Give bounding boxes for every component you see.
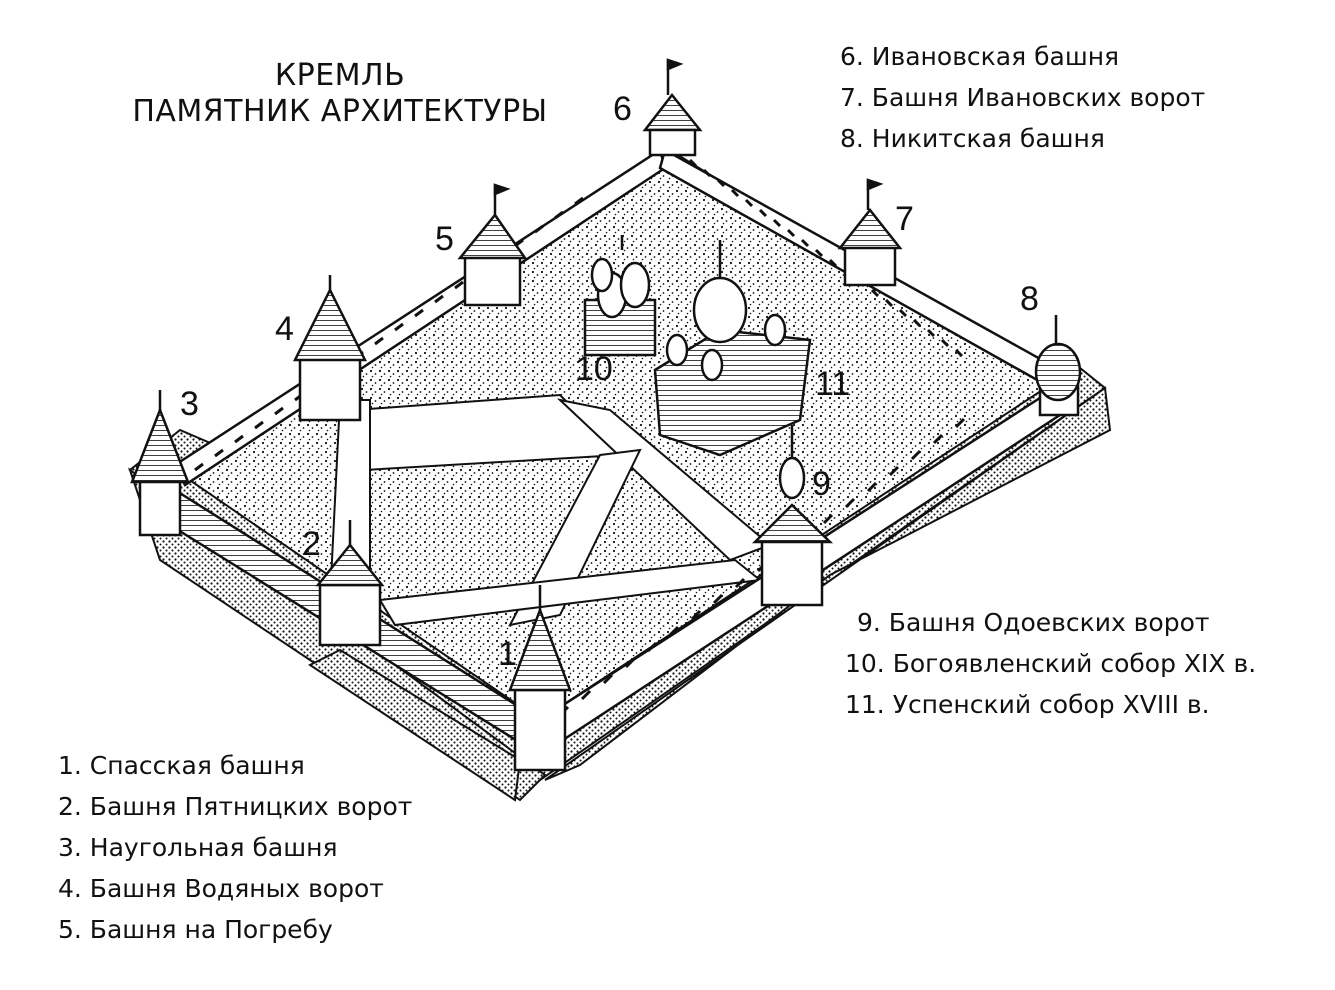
marker-8: 8: [1020, 280, 1039, 318]
marker-9: 9: [812, 465, 831, 503]
legend-item: 1. Спасская башня: [58, 751, 305, 780]
tower-4-vodyanye: [292, 275, 368, 422]
marker-1: 1: [498, 635, 517, 673]
marker-2: 2: [302, 525, 321, 563]
marker-6: 6: [613, 90, 632, 128]
tower-6-ivanovskaya: [642, 58, 703, 157]
cathedral-10-bogoyavlensky: [583, 235, 657, 357]
cathedral-11-uspensky: [653, 240, 812, 457]
legend-item: 10. Богоявленский собор XIX в.: [845, 649, 1257, 678]
legend-item: 11. Успенский собор XVIII в.: [845, 690, 1210, 719]
marker-7: 7: [895, 200, 914, 238]
legend-top-right: 6. Ивановская башня 7. Башня Ивановских …: [840, 36, 1205, 159]
legend-item: 8. Никитская башня: [840, 124, 1105, 153]
tower-7-ivanovskie: [837, 178, 903, 287]
legend-item: 3. Наугольная башня: [58, 833, 338, 862]
marker-10: 10: [575, 350, 613, 388]
marker-5: 5: [435, 220, 454, 258]
legend-item: 5. Башня на Погребу: [58, 915, 333, 944]
legend-item: 7. Башня Ивановских ворот: [840, 83, 1206, 112]
diagram-title: КРЕМЛЬ ПАМЯТНИК АРХИТЕКТУРЫ: [130, 58, 550, 130]
tower-8-nikitskaya: [1034, 315, 1082, 417]
tower-5-na-pogrebu: [457, 183, 528, 307]
title-line-2: ПАМЯТНИК АРХИТЕКТУРЫ: [132, 94, 548, 129]
tower-1-spasskaya: [508, 585, 572, 772]
title-line-1: КРЕМЛЬ: [274, 58, 406, 93]
marker-3: 3: [180, 385, 199, 423]
tower-2-pyatnitskie: [315, 520, 385, 647]
legend-item: 2. Башня Пятницких ворот: [58, 792, 413, 821]
marker-11: 11: [815, 365, 850, 403]
legend-item: 9. Башня Одоевских ворот: [857, 608, 1210, 637]
legend-bottom-right: 9. Башня Одоевских ворот 10. Богоявленск…: [845, 602, 1256, 725]
legend-item: 4. Башня Водяных ворот: [58, 874, 384, 903]
tower-3-naugolnaya: [130, 390, 190, 537]
ground-front-right: [544, 386, 1112, 781]
tower-9-odoevskie: [751, 425, 834, 607]
legend-left: 1. Спасская башня 2. Башня Пятницких вор…: [58, 745, 412, 950]
legend-item: 6. Ивановская башня: [840, 42, 1120, 71]
marker-4: 4: [275, 310, 294, 348]
